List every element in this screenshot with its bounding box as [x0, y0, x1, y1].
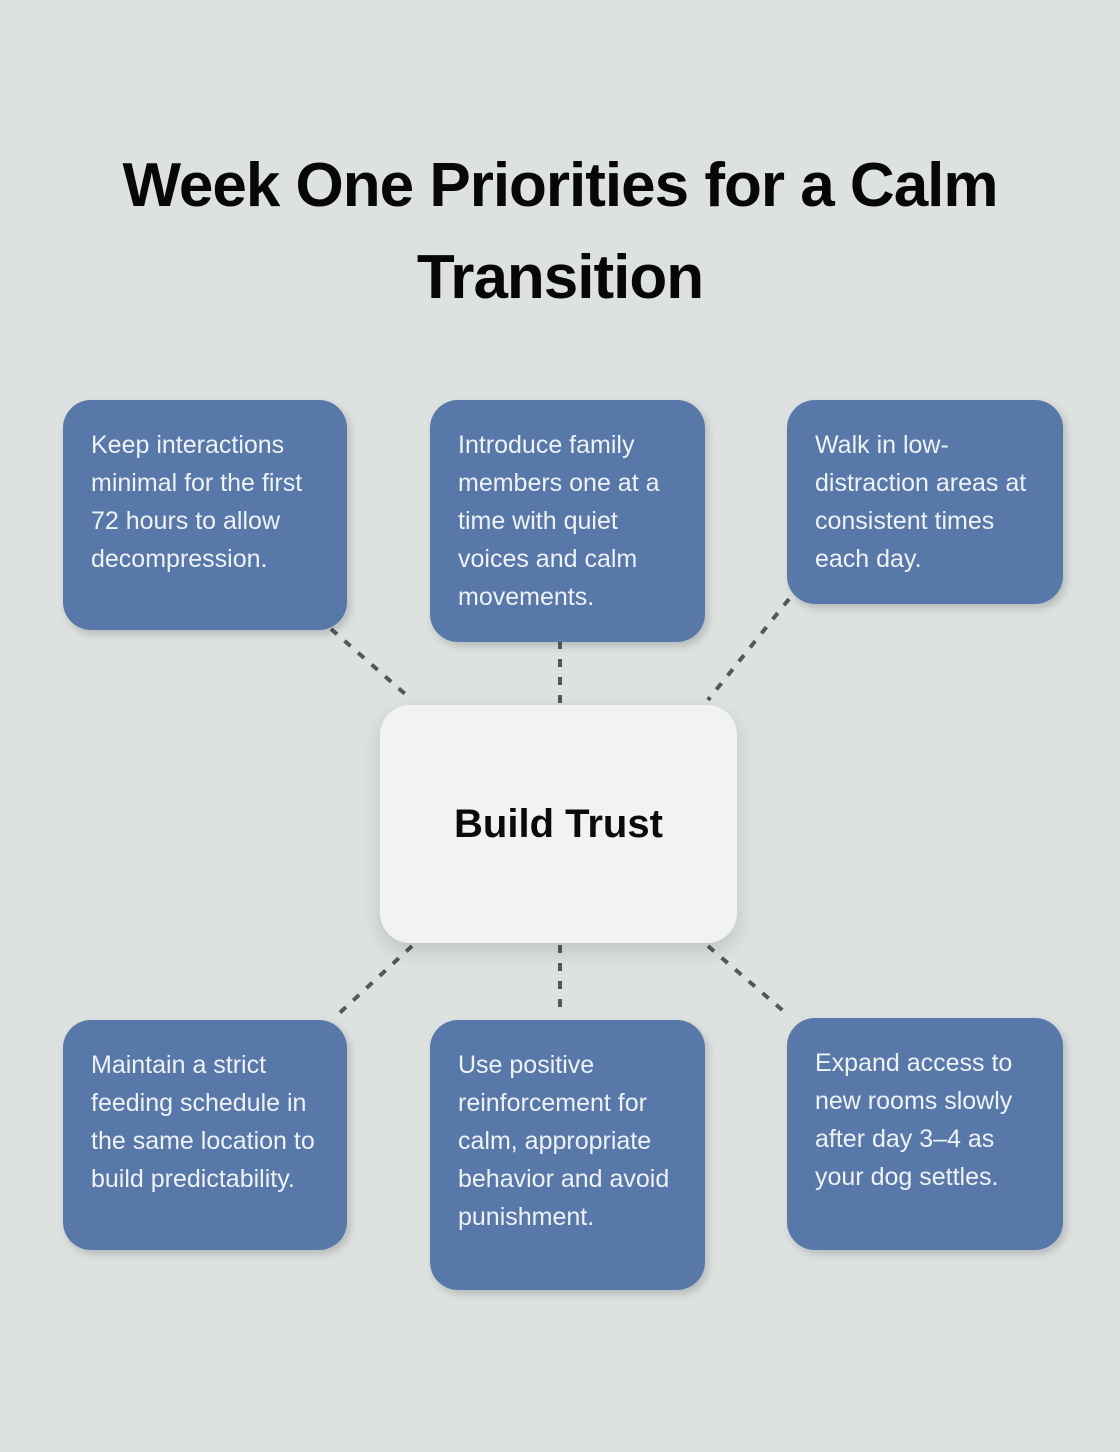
spoke-node-top-left: Keep interactions minimal for the first …: [63, 400, 347, 630]
connector-line-bottom-right: [706, 944, 790, 1017]
diagram-title: Week One Priorities for a Calm Transitio…: [122, 150, 998, 312]
connector-line-bottom-left: [331, 944, 414, 1021]
spoke-node-bottom-center: Use positive reinforcement for calm, app…: [430, 1020, 705, 1290]
spoke-node-bottom-right: Expand access to new rooms slowly after …: [787, 1018, 1063, 1250]
spoke-text: Introduce family members one at a time w…: [458, 431, 660, 611]
connector-line-top-right: [706, 597, 791, 702]
spoke-text: Walk in low-distraction areas at consist…: [815, 431, 1027, 573]
spoke-node-top-right: Walk in low-distraction areas at consist…: [787, 400, 1063, 604]
hub-label: Build Trust: [454, 801, 663, 846]
spoke-text: Maintain a strict feeding schedule in th…: [91, 1051, 315, 1193]
spoke-node-top-center: Introduce family members one at a time w…: [430, 400, 705, 642]
hub-node: Build Trust: [380, 705, 737, 943]
spoke-text: Use positive reinforcement for calm, app…: [458, 1051, 670, 1231]
connector-line-top-left: [329, 627, 414, 702]
spoke-text: Expand access to new rooms slowly after …: [815, 1049, 1013, 1191]
spoke-text: Keep interactions minimal for the first …: [91, 431, 303, 573]
spoke-node-bottom-left: Maintain a strict feeding schedule in th…: [63, 1020, 347, 1250]
